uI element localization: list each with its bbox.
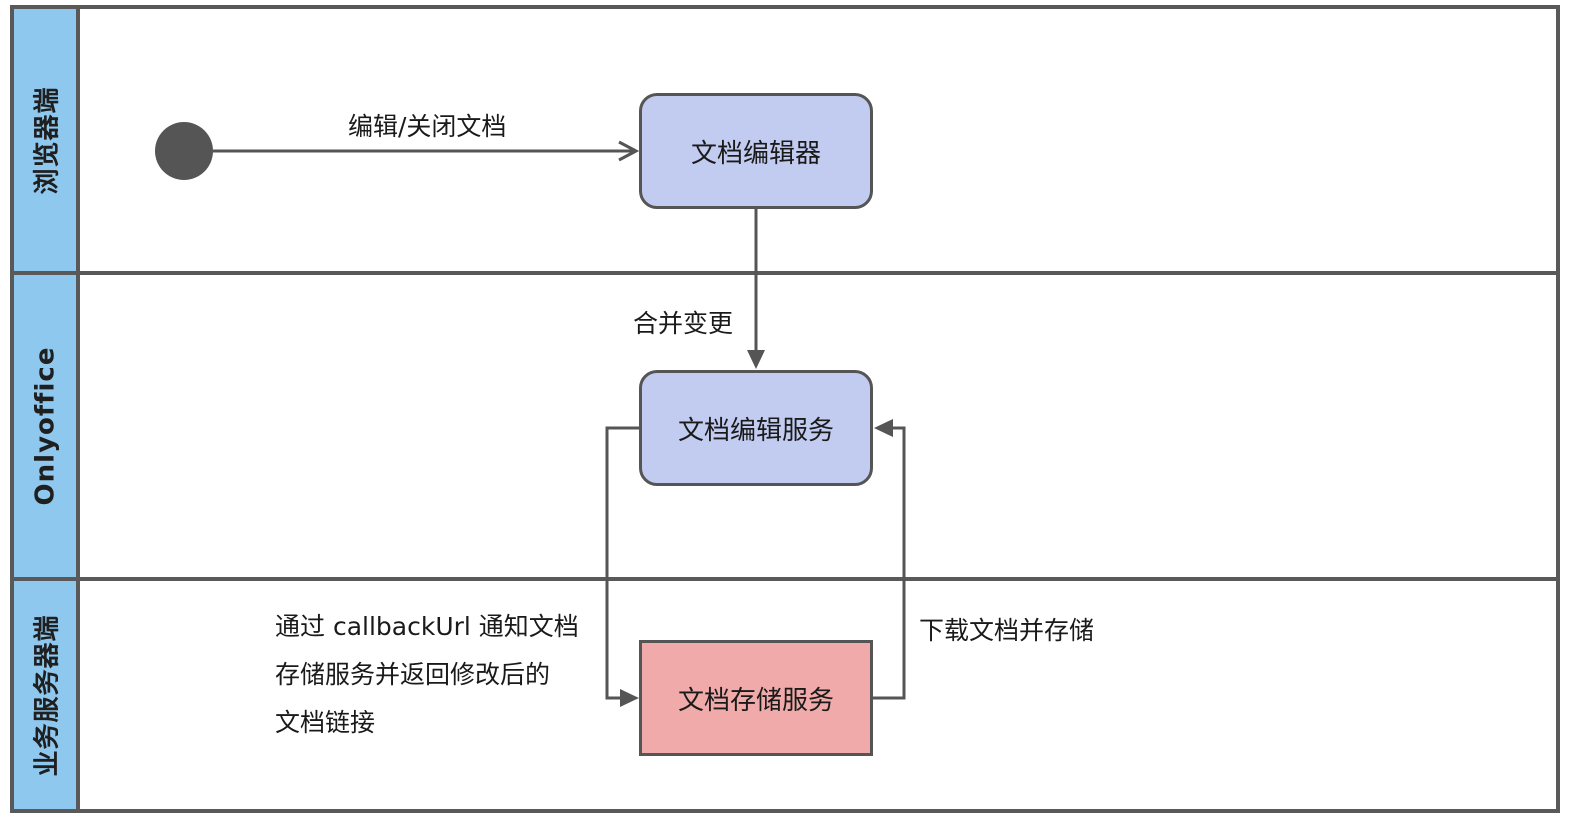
edge-label-download-store: 下载文档并存储 xyxy=(919,616,1095,645)
lane-divider-2 xyxy=(14,577,1560,581)
edge-service-to-storage-arrowhead xyxy=(620,689,639,707)
callback-note: 通过 callbackUrl 通知文档 存储服务并返回修改后的 文档链接 xyxy=(275,603,579,747)
edge-editor-to-service-arrowhead xyxy=(747,350,765,369)
edge-storage-to-service-arrowhead xyxy=(874,419,893,437)
swimlane-diagram xyxy=(10,5,1560,813)
edge-label-merge-changes: 合并变更 xyxy=(633,309,734,338)
node-document-edit-service-label: 文档编辑服务 xyxy=(677,415,834,446)
lane-divider-1 xyxy=(14,271,1560,275)
lane-label-onlyoffice: Onlyoffice xyxy=(14,275,80,577)
start-node xyxy=(155,122,213,180)
node-document-editor-label: 文档编辑器 xyxy=(690,138,821,169)
node-document-edit-service: 文档编辑服务 xyxy=(639,370,873,486)
callback-note-line-1: 通过 callbackUrl 通知文档 xyxy=(275,612,579,641)
node-document-editor: 文档编辑器 xyxy=(639,93,873,209)
edge-service-to-storage xyxy=(605,426,639,700)
edge-storage-to-service xyxy=(873,426,906,700)
edge-start-to-editor-arrowhead xyxy=(618,140,640,162)
node-document-storage-service-label: 文档存储服务 xyxy=(677,685,834,716)
lane-label-browser: 浏览器端 xyxy=(14,9,80,271)
edge-label-edit-close: 编辑/关闭文档 xyxy=(348,112,507,141)
callback-note-line-2: 存储服务并返回修改后的 xyxy=(275,660,551,689)
lane-label-business-server: 业务服务器端 xyxy=(14,581,80,809)
callback-note-line-3: 文档链接 xyxy=(275,708,376,737)
node-document-storage-service: 文档存储服务 xyxy=(639,640,873,756)
